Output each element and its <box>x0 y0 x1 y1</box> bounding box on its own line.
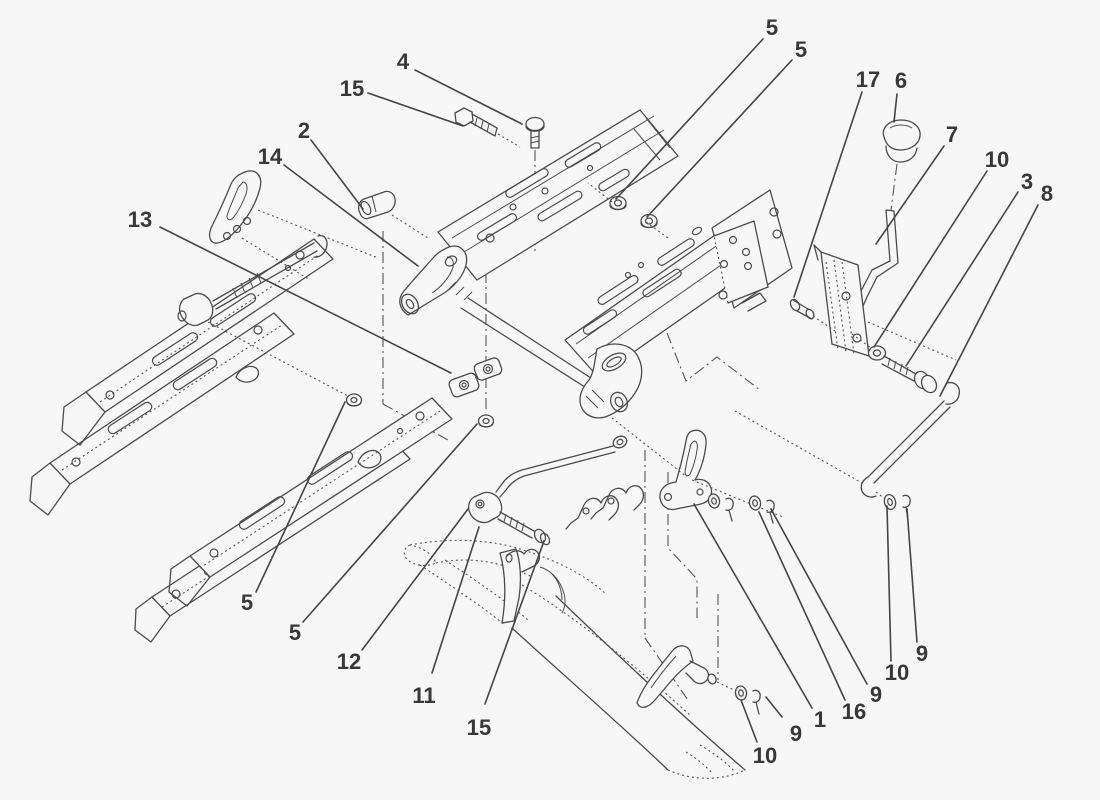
seat-plate-front <box>564 189 793 378</box>
callout-5-5: 5 <box>766 15 778 40</box>
clip-bracket-13 <box>345 357 503 428</box>
bolt-3 <box>881 355 938 394</box>
callout-9-24: 9 <box>916 641 928 666</box>
screw-4 <box>525 116 545 149</box>
callout-17-7: 17 <box>856 67 880 92</box>
leader-line-1-20 <box>693 503 813 709</box>
leader-line-17-7 <box>793 91 863 298</box>
leader-line-9-24 <box>906 508 918 643</box>
pivot-arm-14 <box>399 245 468 316</box>
callout-10-18: 10 <box>753 743 777 768</box>
bolt-15 <box>454 107 521 148</box>
flange-nut-5d <box>477 414 495 428</box>
lever-bracket <box>813 244 870 357</box>
screw-15-lower <box>497 511 551 546</box>
damper-rod-12 <box>495 435 628 498</box>
flange-nut-5a <box>609 195 627 211</box>
control-arm <box>403 539 746 779</box>
leader-line-6-8 <box>893 93 898 123</box>
callout-16-21: 16 <box>842 699 866 724</box>
washer-10-foot <box>734 685 748 701</box>
bumper-2 <box>357 190 429 239</box>
leader-line-5-14 <box>302 423 478 623</box>
arm-riser <box>499 548 522 624</box>
callout-12-15: 12 <box>337 649 361 674</box>
callout-5-14: 5 <box>289 620 301 645</box>
bottom-assembly <box>403 410 863 779</box>
leader-line-3-11 <box>905 191 1019 367</box>
top-fasteners <box>357 107 669 239</box>
leader-line-4-0 <box>414 69 523 125</box>
callout-11-16: 11 <box>412 683 435 708</box>
callout-5-6: 5 <box>795 37 807 62</box>
leader-line-2-2 <box>310 139 364 210</box>
leader-line-15-17 <box>484 540 545 705</box>
washer-10-upper <box>867 345 887 361</box>
flange-nut-5b <box>640 213 658 229</box>
callout-3-11: 3 <box>1021 169 1033 194</box>
seat-slide-rails <box>29 238 453 643</box>
cotter-pin-9-a <box>725 497 734 522</box>
clevis-block <box>178 292 214 327</box>
trunnion-11 <box>467 491 503 524</box>
leader-line-15-1 <box>367 92 464 127</box>
leader-line-5-5 <box>615 38 764 200</box>
front-mount-bracket <box>208 170 379 281</box>
callout-10-10: 10 <box>985 147 1009 172</box>
leader-line-14-3 <box>283 164 419 267</box>
cotter-pin-9-b <box>766 499 775 524</box>
leader-line-5-6 <box>646 59 793 218</box>
callout-15-17: 15 <box>467 715 491 740</box>
callout-7-9: 7 <box>946 122 958 147</box>
cotter-pin-9-foot <box>752 689 761 715</box>
leader-line-9-22 <box>770 508 868 685</box>
leader-line-10-18 <box>740 699 758 743</box>
leader-line-11-16 <box>431 526 480 674</box>
seat-plate-rear <box>437 109 679 281</box>
leader-line-9-19 <box>765 696 783 718</box>
adjustment-lever-group <box>789 119 961 521</box>
cable-clamps <box>565 485 645 530</box>
callout-10-23: 10 <box>885 660 909 685</box>
callout-1-20: 1 <box>814 707 826 732</box>
leader-line-10-10 <box>873 170 988 348</box>
leader-line-10-23 <box>886 505 892 662</box>
lever-pivot-bracket-1 <box>659 429 713 511</box>
callout-2-2: 2 <box>298 118 310 143</box>
callout-9-19: 9 <box>790 721 802 746</box>
pivot-arm-and-cover <box>399 245 643 419</box>
callout-14-3: 14 <box>258 144 283 169</box>
callout-8-12: 8 <box>1041 181 1053 206</box>
washer-10-a <box>707 493 721 509</box>
leader-line-7-9 <box>875 145 945 245</box>
leader-line-8-12 <box>939 204 1039 397</box>
arm-foot-bracket <box>636 645 735 708</box>
flange-nut-5c <box>345 393 363 407</box>
leader-line-16-21 <box>758 511 846 701</box>
callout-5-13: 5 <box>241 590 253 615</box>
lift-rod-8 <box>860 381 961 500</box>
callout-15-1: 15 <box>340 76 364 101</box>
callout-13-4: 13 <box>128 207 152 232</box>
leader-line-5-13 <box>255 401 346 593</box>
callout-4-0: 4 <box>397 49 410 74</box>
washer-10-rod <box>883 493 897 511</box>
lever-knob-6 <box>882 119 921 163</box>
callout-6-8: 6 <box>895 68 907 93</box>
pivot-pin-17 <box>789 298 836 332</box>
cotter-pin-9-rod <box>902 494 911 521</box>
washer-16 <box>748 495 762 511</box>
callout-9-22: 9 <box>870 682 882 707</box>
leader-line-13-4 <box>159 226 452 374</box>
leader-line-12-15 <box>361 508 469 651</box>
